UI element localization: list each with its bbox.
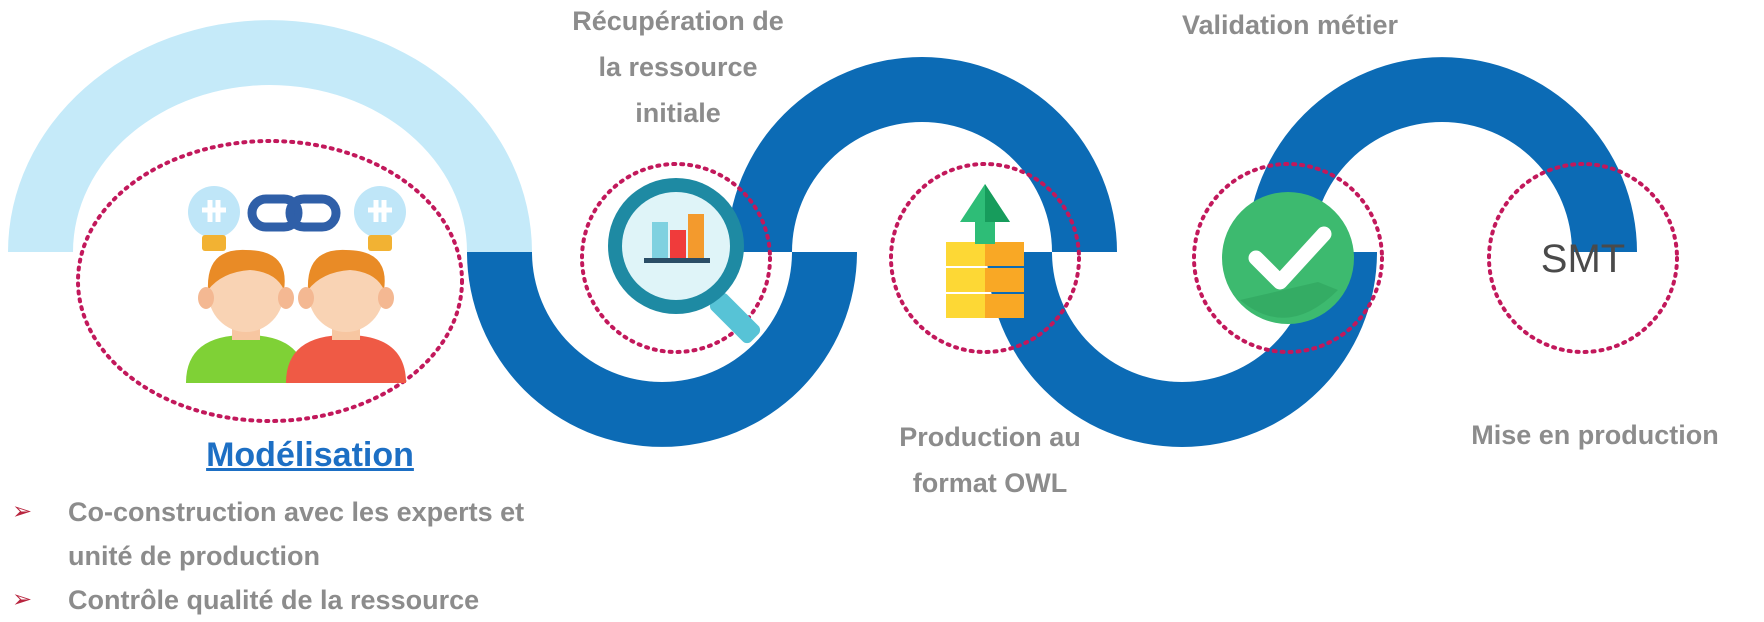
label-line: format OWL bbox=[912, 468, 1068, 498]
active-step-arc bbox=[8, 20, 532, 253]
person-icon bbox=[286, 249, 406, 383]
bullet-text: Co-construction avec les experts et unit… bbox=[68, 497, 525, 571]
step-4-dotted-ring bbox=[1192, 162, 1384, 354]
step-label-recuperation: Récupération de la ressource initiale bbox=[528, 0, 828, 136]
label-line: Récupération de bbox=[572, 6, 784, 36]
label-line: initiale bbox=[635, 98, 721, 128]
bullet-text: Contrôle qualité de la ressource bbox=[68, 585, 480, 615]
step-5-dotted-ring bbox=[1487, 162, 1679, 354]
label-line: Mise en production bbox=[1471, 420, 1719, 450]
step-label-production-owl: Production au format OWL bbox=[850, 414, 1130, 506]
label-line: Production au bbox=[899, 422, 1081, 452]
step-1-dotted-ring bbox=[76, 139, 464, 423]
wave-segment-4 bbox=[1247, 57, 1637, 252]
step-2-dotted-ring bbox=[580, 162, 772, 354]
step-label-validation: Validation métier bbox=[1100, 2, 1480, 48]
step-label-mise-en-production: Mise en production bbox=[1430, 412, 1760, 458]
wave-segment-3 bbox=[987, 252, 1377, 447]
label-line: Validation métier bbox=[1181, 10, 1399, 40]
magnifier-chart-icon bbox=[608, 178, 761, 344]
lightbulb-icon bbox=[354, 186, 406, 251]
arrow-bullet-icon: ➢ bbox=[12, 498, 33, 525]
person-icon bbox=[186, 249, 306, 383]
bullet-item: ➢ Co-construction avec les experts et un… bbox=[12, 490, 578, 578]
label-line: la ressource bbox=[598, 52, 758, 82]
step-3-dotted-ring bbox=[889, 162, 1081, 354]
arrow-bullet-icon: ➢ bbox=[12, 586, 33, 613]
wave-segment-2 bbox=[727, 57, 1117, 252]
active-step-bullets: ➢ Co-construction avec les experts et un… bbox=[12, 490, 578, 622]
bullet-item: ➢ Contrôle qualité de la ressource bbox=[12, 578, 578, 622]
lightbulb-icon bbox=[188, 186, 240, 251]
check-circle-icon bbox=[1222, 192, 1354, 324]
upload-stack-icon bbox=[946, 184, 1024, 318]
collaboration-icon bbox=[186, 186, 406, 383]
link-icon bbox=[247, 194, 341, 232]
wave-segment-1 bbox=[467, 252, 857, 447]
smt-text: SMT bbox=[1541, 237, 1625, 281]
active-step-title: Modélisation bbox=[206, 436, 414, 474]
